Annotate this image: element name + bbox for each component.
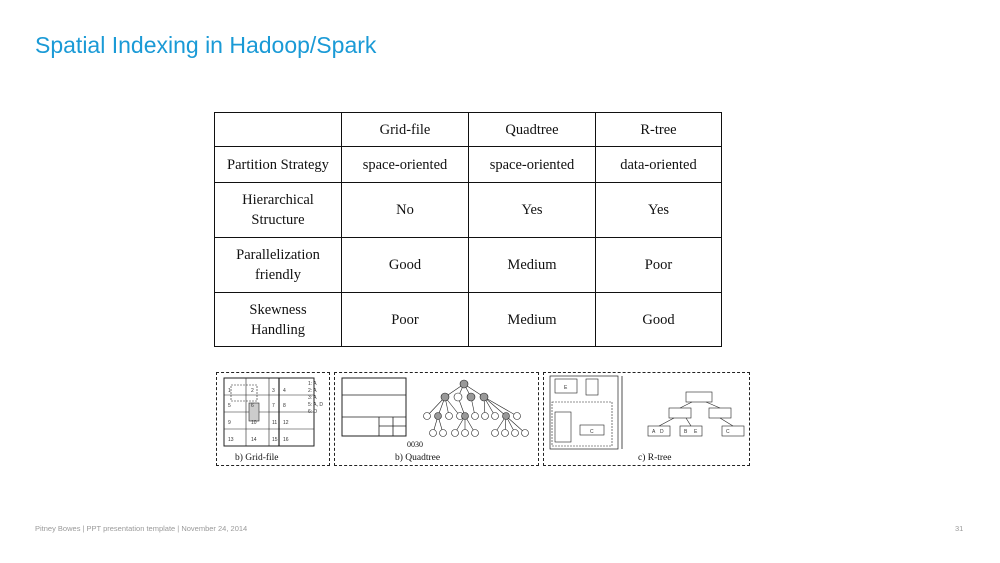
header-cell-grid-file: Grid-file — [341, 112, 469, 147]
grid-legend-entry: 5: A, D — [308, 402, 323, 408]
row-label-line: Hierarchical — [242, 192, 314, 208]
grid-cell-label: 9 — [228, 420, 231, 426]
grid-cell-label: 14 — [251, 437, 257, 443]
table-header-row: Grid-file Quadtree R-tree — [214, 112, 722, 147]
header-cell-quadtree: Quadtree — [468, 112, 596, 147]
grid-cell-label: 13 — [228, 437, 234, 443]
row-label-line: Partition Strategy — [227, 156, 329, 173]
quadtree-diagram: 0030 — [341, 377, 529, 449]
table-cell: Good — [595, 292, 722, 347]
page-number: 31 — [955, 524, 964, 533]
quadtree-figure: 0030 b) Quadtree — [334, 372, 539, 466]
table-cell: space-oriented — [341, 146, 469, 183]
row-label-line: Handling — [251, 321, 305, 338]
r-tree-leaf-label: D — [660, 429, 664, 435]
row-label-line: Skewness — [249, 301, 307, 318]
r-tree-caption: c) R-tree — [638, 453, 672, 463]
r-tree-leaf-label: A — [652, 429, 656, 435]
grid-cell-label: 4 — [283, 388, 286, 394]
row-label-line: Parallelization — [236, 247, 320, 263]
r-tree-leaf-label: C — [726, 429, 730, 435]
grid-file-caption: b) Grid-file — [235, 453, 279, 463]
r-tree-region-label: E — [564, 385, 568, 391]
header-cell-r-tree: R-tree — [595, 112, 722, 147]
grid-cell-label: 10 — [251, 420, 257, 426]
r-tree-leaf-label: B — [684, 429, 688, 435]
grid-legend-entry: 2: A — [308, 388, 317, 394]
table-cell: space-oriented — [468, 146, 596, 183]
table-cell: Poor — [595, 237, 722, 293]
grid-cell-label: 1 — [228, 388, 231, 394]
grid-legend-entry: 6: D — [308, 409, 318, 415]
table-cell: Medium — [468, 237, 596, 293]
grid-cell-label: 5 — [228, 403, 231, 409]
comparison-table: Grid-file Quadtree R-tree Partition Stra… — [214, 112, 722, 347]
row-label: Partition Strategy — [214, 146, 342, 183]
table-cell: Yes — [468, 182, 596, 238]
grid-cell-label: 8 — [283, 403, 286, 409]
quadtree-node-label: 0030 — [407, 440, 423, 449]
grid-file-figure: 1 2 3 4 5 6 7 8 9 10 11 12 13 14 15 16 1… — [216, 372, 330, 466]
table-cell: Medium — [468, 292, 596, 347]
slide-title: Spatial Indexing in Hadoop/Spark — [35, 32, 377, 58]
r-tree-diagram: E C A D B E C — [549, 375, 745, 450]
grid-cell-label: 3 — [272, 388, 275, 394]
grid-cell-label: 6 — [251, 403, 254, 409]
table-cell: data-oriented — [595, 146, 722, 183]
slide-footer: Pitney Bowes | PPT presentation template… — [35, 524, 248, 533]
grid-cell-label: 7 — [272, 403, 275, 409]
grid-legend-entry: 1: A — [308, 381, 317, 387]
table-row: Parallelization friendly Good Medium Poor — [214, 237, 722, 293]
grid-cell-label: 2 — [251, 388, 254, 394]
table-cell: Yes — [595, 182, 722, 238]
row-label: Parallelization friendly — [214, 237, 342, 293]
grid-cell-label: 11 — [272, 420, 277, 426]
grid-legend-entry: 3: A — [308, 395, 317, 401]
r-tree-leaf-label: E — [694, 429, 698, 435]
quadtree-caption: b) Quadtree — [395, 453, 441, 463]
row-label-line: Structure — [251, 212, 305, 228]
table-cell: No — [341, 182, 469, 238]
grid-cell-label: 15 — [272, 437, 278, 443]
grid-file-diagram: 1 2 3 4 5 6 7 8 9 10 11 12 13 14 15 16 1… — [223, 377, 323, 447]
r-tree-region-label: C — [590, 429, 594, 435]
table-row: Partition Strategy space-oriented space-… — [214, 146, 722, 183]
grid-cell-label: 12 — [283, 420, 289, 426]
table-cell: Poor — [341, 292, 469, 347]
header-cell-empty — [214, 112, 342, 147]
r-tree-figure: E C A D B E C c) R-tree — [543, 372, 750, 466]
grid-cell-label: 16 — [283, 437, 289, 443]
table-cell: Good — [341, 237, 469, 293]
row-label-line: friendly — [255, 267, 301, 283]
